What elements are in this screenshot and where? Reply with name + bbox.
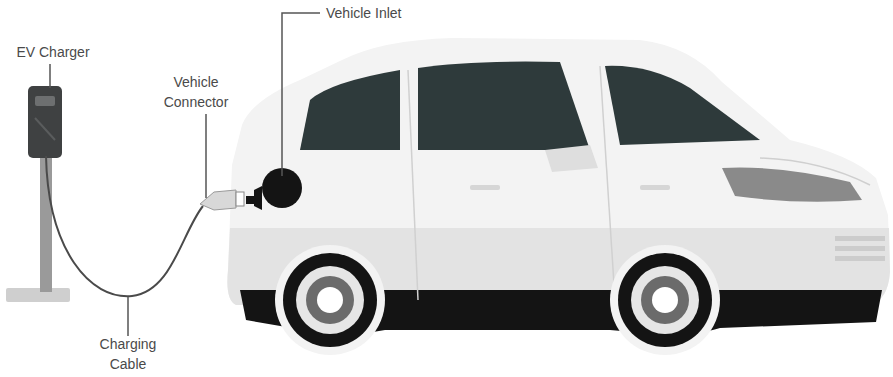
callout-label: EV Charger (3, 42, 103, 62)
callout-label: Charging Cable (93, 334, 163, 374)
car-figure (227, 38, 890, 355)
callout-label: Vehicle Connector (156, 72, 236, 112)
leader-lines (50, 13, 320, 336)
charging-cable (46, 156, 203, 296)
vehicle-connector-figure (200, 186, 262, 210)
ev-charger-figure (6, 86, 70, 302)
callout-label: Vehicle Inlet (326, 3, 466, 23)
